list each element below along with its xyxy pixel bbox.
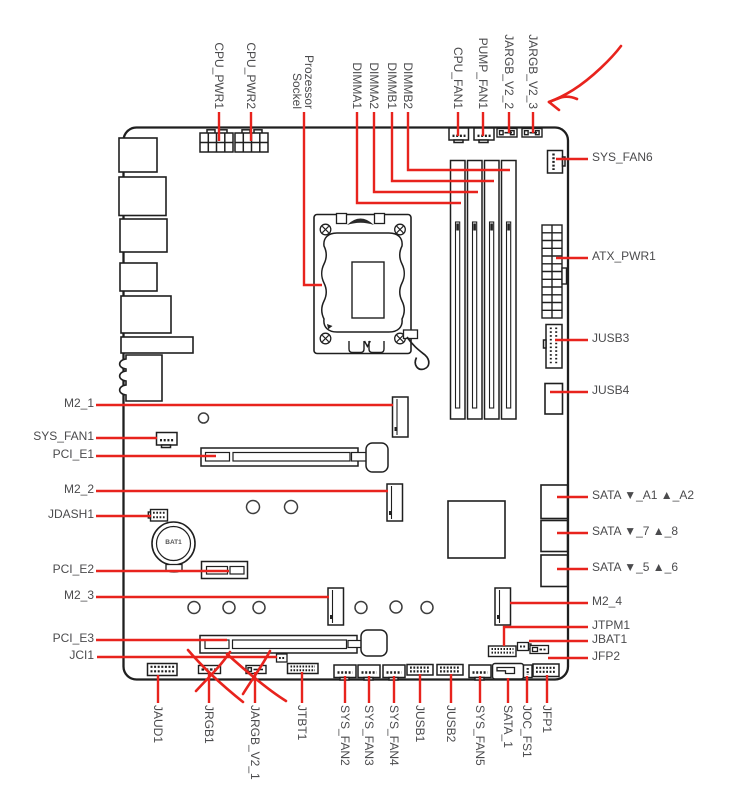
cpu-pwr1-connector <box>199 129 234 153</box>
cpu-pwr2-connector <box>234 129 269 153</box>
label-jrgb1: JRGB1 <box>202 705 216 744</box>
leader-dimmb1 <box>390 112 494 183</box>
label-jusb2: JUSB2 <box>444 705 458 743</box>
label-cpu-fan1: CPU_FAN1 <box>451 46 465 109</box>
jusb1-connector <box>406 663 434 676</box>
sata-7-8-connector <box>540 519 569 553</box>
jaud1-connector <box>146 662 178 677</box>
leader-dimmb2 <box>406 112 510 172</box>
pci-e3-slot <box>199 629 388 657</box>
label-dimmb2: DIMMB2 <box>401 62 415 109</box>
label-sys-fan3: SYS_FAN3 <box>362 705 376 766</box>
battery-label: BAT1 <box>165 539 182 546</box>
label-m2-3: M2_3 <box>63 588 94 602</box>
dimm-slots <box>449 159 517 420</box>
label-sys-fan4: SYS_FAN4 <box>387 705 401 766</box>
joc-fs1-connector <box>522 664 533 679</box>
sys-fan6-connector <box>546 149 566 174</box>
sata-5-6-connector <box>540 554 569 588</box>
label-sata-7-8: SATA ▼_7 ▲_8 <box>592 524 679 538</box>
label-pci-e1: PCI_E1 <box>52 447 94 461</box>
chipset <box>447 500 506 559</box>
m2-3-slot <box>327 587 345 626</box>
label-cpu-pwr2: CPU_PWR2 <box>244 42 258 109</box>
sata-a1-a2-connector <box>540 484 569 520</box>
pci-e1-slot <box>200 442 389 473</box>
jbat1-connector <box>516 641 532 652</box>
label-jdash1: JDASH1 <box>47 507 94 521</box>
annotation-arrow-jargb-v2-3 <box>547 44 623 112</box>
pin1-marker <box>327 324 333 330</box>
label-pump-fan1: PUMP_FAN1 <box>476 37 490 109</box>
label-sata-1: SATA_1 <box>501 705 515 748</box>
label-jargb-v2-3: JARGB_V2_3 <box>526 34 540 109</box>
label-sata-a1-a2: SATA ▼_A1 ▲_A2 <box>592 488 695 502</box>
sys-fan1-connector <box>155 431 178 449</box>
socket-lever <box>406 336 430 371</box>
label-jargb-v2-1: JARGB_V2_1 <box>248 705 262 780</box>
label-jaud1: JAUD1 <box>151 705 165 744</box>
sata-1-connector <box>491 662 525 680</box>
jusb2-connector <box>436 663 464 676</box>
label-sys-fan6: SYS_FAN6 <box>592 150 653 164</box>
battery-bat1 <box>151 521 196 573</box>
annotation-cross-jargb-v2-1 <box>225 649 288 703</box>
label-jtpm1: JTPM1 <box>592 618 631 632</box>
label-joc-fs1: JOC_FS1 <box>520 705 534 758</box>
m2-slots <box>327 396 512 626</box>
leader-dimma2 <box>372 112 478 194</box>
label-m2-2: M2_2 <box>63 482 94 496</box>
label-prozessor-sockel: Prozessor Sockel <box>290 54 316 109</box>
rear-io-ports <box>118 137 194 402</box>
mounting-holes <box>187 412 434 615</box>
label-sys-fan2: SYS_FAN2 <box>338 705 352 766</box>
cpu-socket <box>313 212 430 371</box>
label-pci-e3: PCI_E3 <box>52 631 94 645</box>
label-dimma2: DIMMA2 <box>367 62 381 109</box>
m2-4-slot <box>494 587 512 626</box>
label-jusb3: JUSB3 <box>592 331 630 345</box>
annotations <box>186 44 623 704</box>
jtpm1-connector <box>487 645 517 658</box>
label-jusb1: JUSB1 <box>413 705 427 743</box>
label-jci1: JCI1 <box>69 648 94 662</box>
label-sata-5-6: SATA ▼_5 ▲_6 <box>592 560 679 574</box>
leader-dimma1 <box>355 112 461 205</box>
label-sys-fan5: SYS_FAN5 <box>473 705 487 766</box>
label-m2-4: M2_4 <box>592 594 623 608</box>
label-jfp2: JFP2 <box>592 649 621 663</box>
leader-prozessor-sockel <box>302 112 322 287</box>
jdash1-connector <box>147 508 169 522</box>
label-atx-pwr1: ATX_PWR1 <box>592 249 656 263</box>
label-m2-1: M2_1 <box>63 396 94 410</box>
label-sys-fan1: SYS_FAN1 <box>33 429 94 443</box>
label-jusb4: JUSB4 <box>592 383 630 397</box>
jci1-connector <box>275 653 288 663</box>
label-dimma1: DIMMA1 <box>350 62 364 109</box>
jargb-v2-2-connector <box>496 127 518 138</box>
label-jargb-v2-2: JARGB_V2_2 <box>502 34 516 109</box>
label-pci-e2: PCI_E2 <box>52 562 94 576</box>
audio-jacks <box>118 354 163 402</box>
label-jbat1: JBAT1 <box>592 632 628 646</box>
label-cpu-pwr1: CPU_PWR1 <box>212 42 226 109</box>
m2-2-slot <box>386 483 404 522</box>
jfp1-connector <box>532 663 560 678</box>
label-dimmb1: DIMMB1 <box>385 62 399 109</box>
label-jtbt1: JTBT1 <box>295 705 309 741</box>
jusb4-connector <box>544 382 564 415</box>
label-jfp1: JFP1 <box>540 705 554 734</box>
leader-lines <box>96 112 588 703</box>
leader-jtpm1 <box>502 625 588 646</box>
jusb3-connector <box>542 323 563 369</box>
jfp2-connector <box>529 644 550 655</box>
m2-1-slot <box>391 396 409 438</box>
atx-pwr1-connector <box>541 224 568 319</box>
